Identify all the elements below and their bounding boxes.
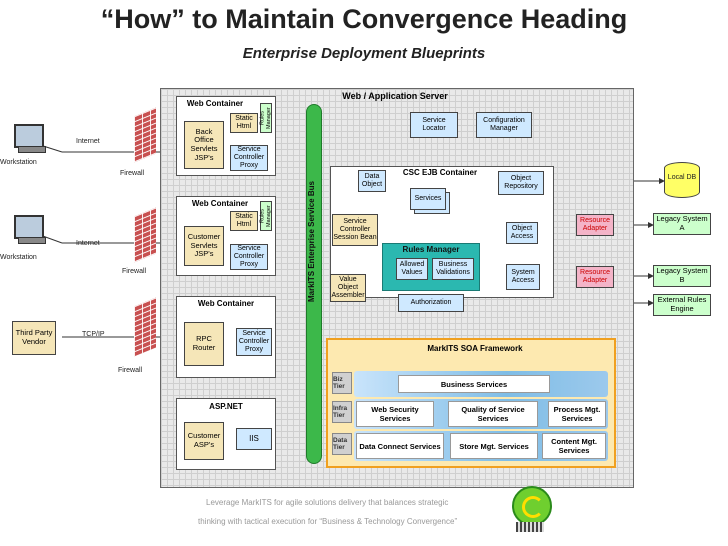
back-office-servlets: Back Office Servlets JSP's (184, 121, 224, 169)
biz-tier-label: Biz Tier (332, 372, 352, 394)
internet-label-1: Internet (76, 138, 100, 145)
firewall-label-1: Firewall (120, 170, 145, 177)
firewall-label-2: Firewall (122, 268, 147, 275)
object-access: Object Access (506, 222, 538, 244)
process-mgt-services: Process Mgt. Services (548, 401, 606, 427)
customer-servlets: Customer Servlets JSP's (184, 226, 224, 266)
resource-adapter-1: Resource Adapter (576, 214, 614, 236)
firewall-icon-3 (134, 297, 156, 357)
workstation-label-2: Workstation (0, 254, 37, 261)
static-html-2: Static Html (230, 211, 258, 231)
quality-of-service-services: Quality of Service Services (448, 401, 538, 427)
rules-manager-title: Rules Manager (402, 245, 460, 254)
third-party-vendor-box: Third Party Vendor (12, 321, 56, 355)
data-connect-services: Data Connect Services (356, 433, 444, 459)
object-repository: Object Repository (498, 171, 544, 195)
iis-box: IIS (236, 428, 272, 450)
system-access: System Access (506, 264, 540, 290)
configuration-manager: Configuration Manager (476, 112, 532, 138)
data-tier-label: Data Tier (332, 433, 352, 455)
rpc-router: RPC Router (184, 322, 224, 366)
ejb-container-title: CSC EJB Container (402, 168, 478, 177)
service-controller-proxy-3: Service Controller Proxy (236, 328, 272, 356)
workstation-icon-2 (14, 215, 46, 245)
soa-framework-title: MarkITS SOA Framework (427, 344, 523, 353)
page-title: “How” to Maintain Convergence Heading (100, 4, 628, 34)
firewall-icon-1 (134, 107, 156, 163)
customer-asps: Customer ASP's (184, 422, 224, 460)
firewall-label-3: Firewall (118, 367, 143, 374)
business-validations: Business Validations (432, 258, 474, 280)
local-db-cylinder (664, 162, 700, 198)
rules-manager-1: Rules Manager (260, 103, 272, 133)
asp-net-title: ASP.NET (209, 402, 243, 411)
workstation-label-1: Workstation (0, 159, 37, 166)
legacy-system-a: Legacy System A (653, 213, 711, 235)
service-controller-proxy-2: Service Controller Proxy (230, 244, 268, 270)
data-object: Data Object (358, 170, 386, 192)
value-object-assembler: Value Object Assembler (330, 274, 366, 302)
web-container-2-title: Web Container (191, 199, 249, 208)
convergence-logo-icon (510, 486, 552, 534)
local-db-label: Local DB (667, 174, 697, 181)
resource-adapter-2: Resource Adapter (576, 266, 614, 288)
authorization: Authorization (398, 294, 464, 312)
legacy-system-b: Legacy System B (653, 265, 711, 287)
service-controller-session-bean: Service Controller Session Bean (332, 214, 378, 246)
enterprise-service-bus (306, 104, 322, 464)
bus-label: MarkITS Enterprise Service Bus (307, 181, 316, 303)
infra-tier-label: Infra Tier (332, 401, 352, 423)
web-security-services: Web Security Services (356, 401, 434, 427)
firewall-icon-2 (134, 207, 156, 263)
internet-label-2: Internet (76, 240, 100, 247)
rules-manager-2: Rules Manager (260, 201, 272, 231)
store-mgt-services: Store Mgt. Services (450, 433, 538, 459)
page-subtitle: Enterprise Deployment Blueprints (242, 45, 486, 62)
server-title: Web / Application Server (342, 91, 448, 101)
web-container-3-title: Web Container (197, 299, 255, 308)
services: Services (410, 188, 446, 210)
footer-line-2: thinking with tactical execution for “Bu… (198, 517, 458, 526)
static-html-1: Static Html (230, 113, 258, 133)
external-rules-engine: External Rules Engine (653, 294, 711, 316)
content-mgt-services: Content Mgt. Services (542, 433, 606, 459)
allowed-values: Allowed Values (396, 258, 428, 280)
business-services: Business Services (398, 375, 550, 393)
service-controller-proxy-1: Service Controller Proxy (230, 145, 268, 171)
footer-line-1: Leverage MarkITS for agile solutions del… (206, 498, 449, 507)
tcpip-label: TCP/IP (82, 331, 105, 338)
web-container-1-title: Web Container (186, 99, 244, 108)
service-locator: Service Locator (410, 112, 458, 138)
workstation-icon-1 (14, 124, 46, 154)
